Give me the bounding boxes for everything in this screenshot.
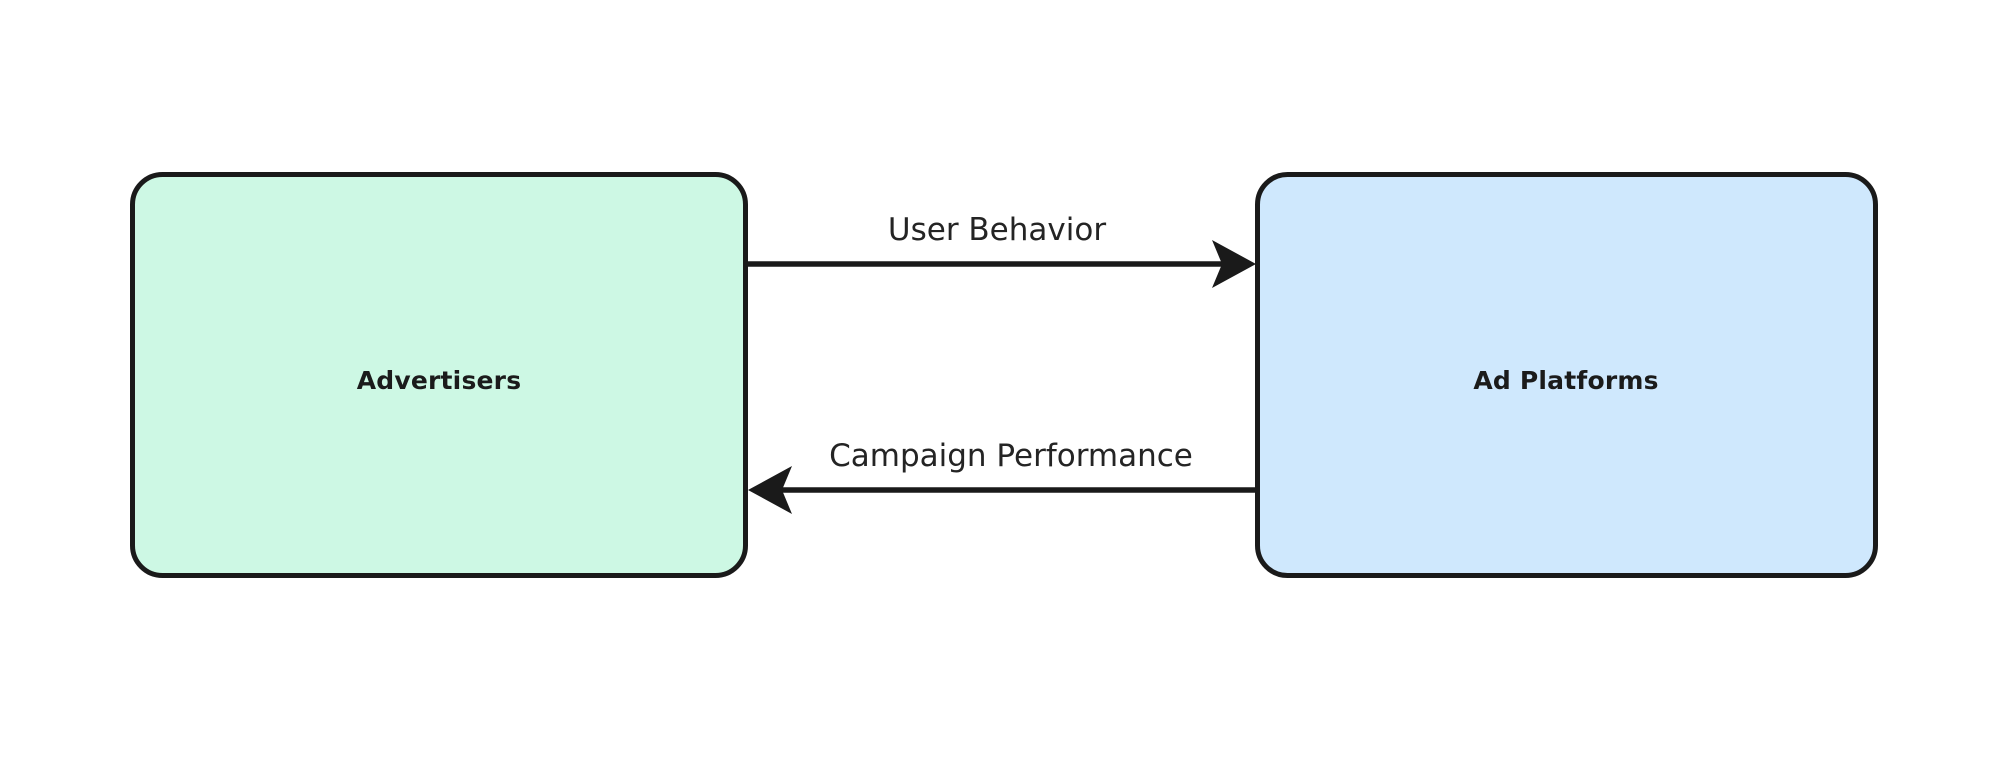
node-ad-platforms[interactable]: Ad Platforms	[1255, 172, 1878, 578]
node-ad-platforms-shape[interactable]	[1255, 172, 1878, 578]
edge-campaign-performance[interactable]: Campaign Performance	[748, 438, 1256, 514]
edge-campaign-performance-arrowhead-icon	[748, 466, 792, 514]
node-ad-platforms-label: Ad Platforms	[1473, 366, 1658, 395]
node-advertisers-shape[interactable]	[130, 172, 748, 578]
edge-user-behavior-label: User Behavior	[888, 212, 1106, 248]
edge-user-behavior-arrowhead-icon	[1212, 240, 1256, 288]
edge-user-behavior[interactable]: User Behavior	[748, 212, 1256, 288]
node-advertisers[interactable]: Advertisers	[130, 172, 748, 578]
edge-campaign-performance-label: Campaign Performance	[829, 438, 1193, 474]
node-advertisers-label: Advertisers	[357, 366, 522, 395]
